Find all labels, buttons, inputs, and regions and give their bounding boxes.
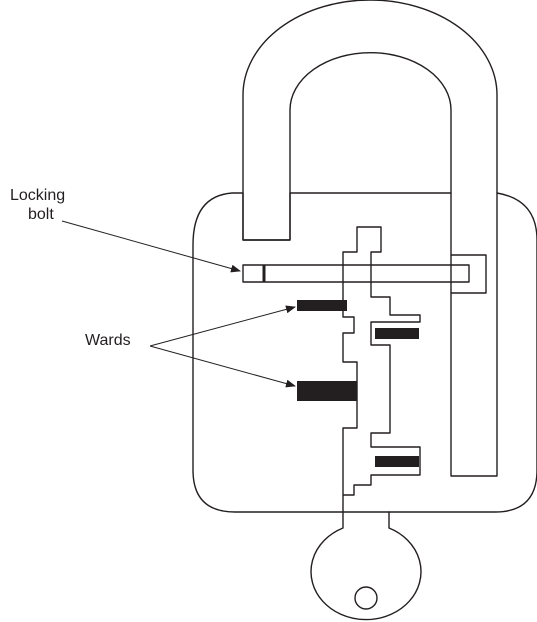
ward	[297, 300, 347, 311]
locking-bolt-label-line1: Locking	[10, 187, 66, 204]
ward	[375, 456, 419, 467]
wards-arrow-upper	[149, 305, 296, 347]
locking-bolt	[242, 264, 470, 283]
locking-bolt-label-line2: bolt	[28, 206, 54, 223]
bolt-channel	[450, 254, 487, 294]
shackle	[242, 0, 498, 477]
wards-arrow-lower	[149, 345, 296, 388]
ward	[375, 328, 419, 339]
wards-label: Wards	[85, 332, 131, 349]
ward	[297, 381, 357, 401]
key	[310, 226, 422, 621]
locking-bolt-arrow	[61, 220, 241, 273]
key-hole	[354, 586, 378, 610]
lock-body	[192, 192, 537, 513]
